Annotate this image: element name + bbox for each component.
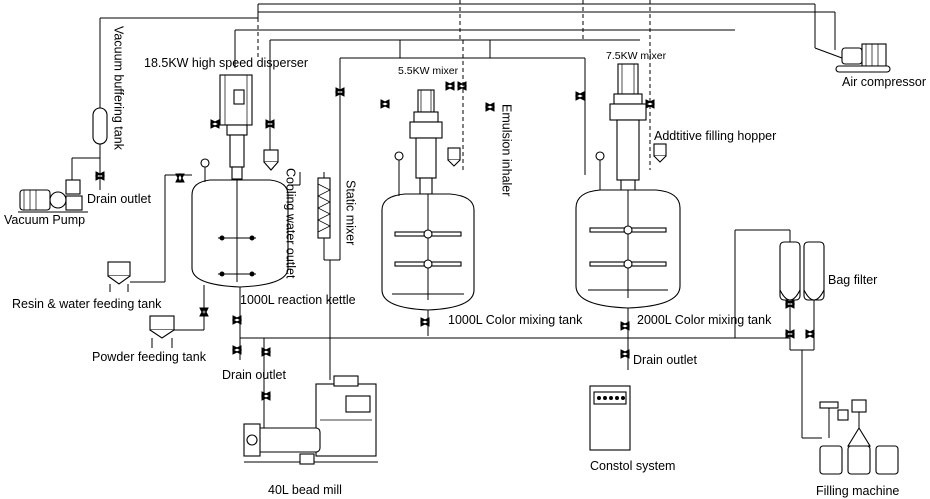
control-system [589,385,631,451]
color-mixing-tank-2000l [575,63,681,370]
filling-machine [819,399,899,475]
additive-hopper-label: Addtitive filling hopper [654,129,777,143]
resin-water-tank-label: Resin & water feeding tank [12,297,162,311]
air-compressor [814,43,891,73]
bag-filter-label: Bag filter [828,273,878,287]
reaction-kettle-1000l [191,74,301,360]
filling-machine-label: Filling machine [816,484,900,498]
vacuum-buffering-tank [71,107,108,180]
vacuum-pump-label: Vacuum Pump [4,213,86,227]
bag-filter [779,241,825,439]
mixer-55kw-label: 5.5KW mixer [398,65,459,77]
bead-mill-40l [243,375,378,465]
static-mixer [317,172,341,380]
powder-feeding-tank [149,285,205,348]
vacuum-pump [18,179,88,213]
static-mixer-label: Static mixer [343,180,358,246]
emulsion-inhaler-label: Emulsion inhaler [499,104,514,197]
header-pipes [99,0,836,190]
vacuum-buffering-tank-label: Vacuum buffering tank [111,26,126,150]
bead-mill-label: 40L bead mill [268,483,342,497]
drain-outlet-label-2: Drain outlet [222,368,286,382]
product-pipes [240,229,791,430]
powder-tank-label: Powder feeding tank [92,350,206,364]
cooling-water-outlet-label: Cooling water outlet [283,168,298,279]
drain-outlet-label-3: Drain outlet [633,353,697,367]
color-tank-1000l-label: 1000L Color mixing tank [448,313,583,327]
resin-water-feeding-tank [107,174,192,292]
mixer-75kw-label: 7.5KW mixer [606,50,667,62]
drain-outlet-label-1: Drain outlet [87,192,151,206]
reaction-kettle-label: 1000L reaction kettle [240,293,356,307]
air-compressor-label: Air compressor [842,75,927,89]
control-system-label: Constol system [590,459,676,473]
color-mixing-tank-1000l [381,89,475,336]
disperser-label: 18.5KW high speed disperser [144,56,308,70]
color-tank-2000l-label: 2000L Color mixing tank [637,313,772,327]
